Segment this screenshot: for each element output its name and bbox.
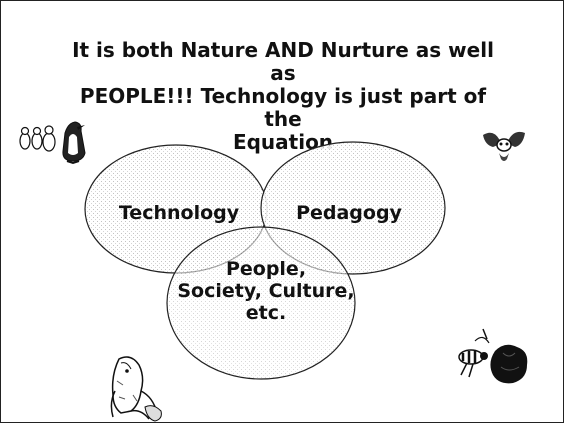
people-society-culture-label: People, Society, Culture, etc. [176,258,356,324]
slide-title: It is both Nature AND Nurture as well as… [61,39,505,154]
people-circle [166,226,356,380]
title-line-3: Equation [232,130,334,154]
penguins-icon [19,121,86,165]
people-label-line-3: etc. [245,302,287,324]
technology-label: Technology [118,202,240,224]
people-label-line-2: Society, Culture, [177,280,355,302]
people-label-line-1: People, [225,258,307,280]
pedagogy-label: Pedagogy [296,202,402,224]
aardvark-icon [110,356,162,422]
title-line-2: PEOPLE!!! Technology is just part of the [79,84,487,131]
title-line-1: It is both Nature AND Nurture as well as [72,38,494,85]
flying-creature-icon [483,131,525,161]
bee-icon [458,328,528,384]
